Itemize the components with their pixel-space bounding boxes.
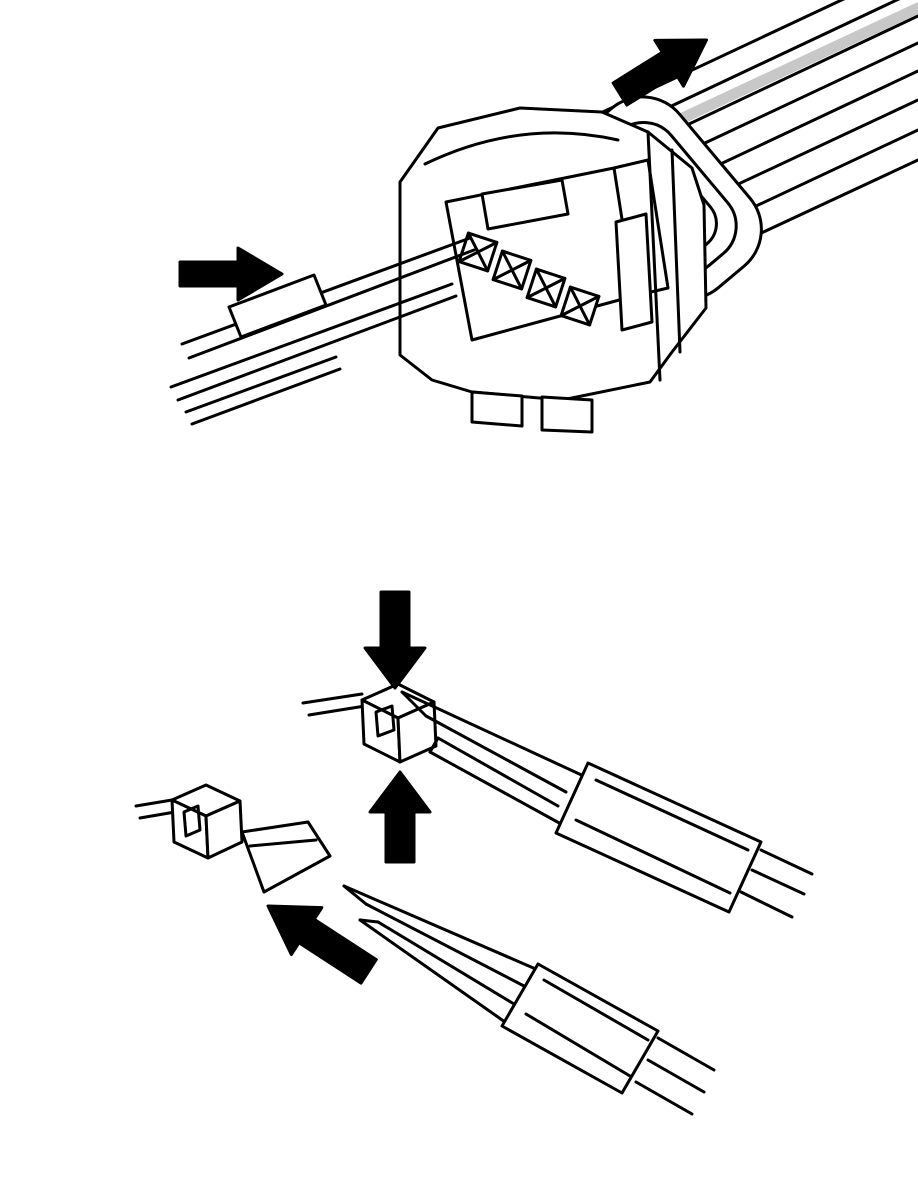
lead-wire-line (176, 294, 458, 402)
terminal-opening (182, 804, 202, 838)
terminal-cavities (457, 231, 601, 327)
wire-line (301, 692, 364, 705)
lead-wire-line (180, 236, 472, 346)
tool-sleeve (500, 962, 660, 1095)
latch (614, 212, 654, 332)
wire-sleeve (227, 273, 328, 339)
wire-line (750, 868, 806, 896)
lead-wire-line (190, 367, 342, 426)
bottom-tab (470, 390, 524, 428)
removed-terminal (134, 783, 332, 894)
wire-line (740, 158, 918, 244)
tool-blade-line (364, 902, 526, 988)
lead-wires (169, 236, 476, 426)
wire-line (307, 704, 367, 717)
seam-line (670, 148, 682, 354)
arrow-up-icon (368, 770, 432, 864)
figure-connector-insertion (169, 0, 918, 434)
wire-line (634, 1080, 694, 1116)
seam-line (646, 130, 662, 382)
removal-tool-lower (342, 884, 716, 1116)
terminal-opening (374, 704, 396, 738)
lead-wire-line (184, 355, 338, 414)
tool-fork-tip (400, 690, 440, 754)
lead-wire-line (187, 248, 476, 360)
terminal-cavity (559, 285, 601, 327)
wedge-line (248, 838, 318, 848)
sleeve-line (594, 778, 750, 852)
tool-blade-line (436, 736, 560, 808)
wire-line (646, 1058, 706, 1094)
tool-blade-edge (358, 918, 507, 1024)
bottom-tab (540, 395, 594, 434)
lead-wire-line (169, 282, 454, 389)
arrow-up-left-icon (266, 904, 378, 985)
tool-fork-tip (342, 884, 380, 924)
sleeve-line (524, 1012, 632, 1078)
tool-sleeve (554, 761, 763, 914)
terminal-side-face (204, 799, 244, 860)
housing-bail (423, 131, 620, 166)
figure-terminal-removal (134, 590, 814, 1116)
wire-line (656, 1036, 716, 1072)
terminal-with-tool (301, 682, 590, 832)
wire-line (134, 798, 174, 808)
tool-blade-line (376, 920, 516, 1006)
terminal-cavity (525, 267, 567, 309)
tool-blade-edge (342, 884, 540, 972)
arrow-down-icon (363, 590, 427, 690)
tool-blade-edge (428, 750, 574, 832)
removal-tool-upper (554, 761, 814, 919)
arrow-right-icon (178, 246, 284, 302)
upper-slot (480, 178, 570, 231)
sleeve-line (542, 978, 650, 1042)
arrow-up-right-icon (611, 38, 709, 107)
wire-line (759, 848, 814, 876)
wire-line (739, 890, 794, 919)
tool-blade-edge (400, 690, 590, 780)
sleeve-line (574, 818, 732, 895)
tool-blade-line (424, 714, 568, 794)
terminal-cavity (491, 249, 533, 291)
wire-line (138, 810, 177, 820)
terminal-cavity (457, 231, 499, 273)
